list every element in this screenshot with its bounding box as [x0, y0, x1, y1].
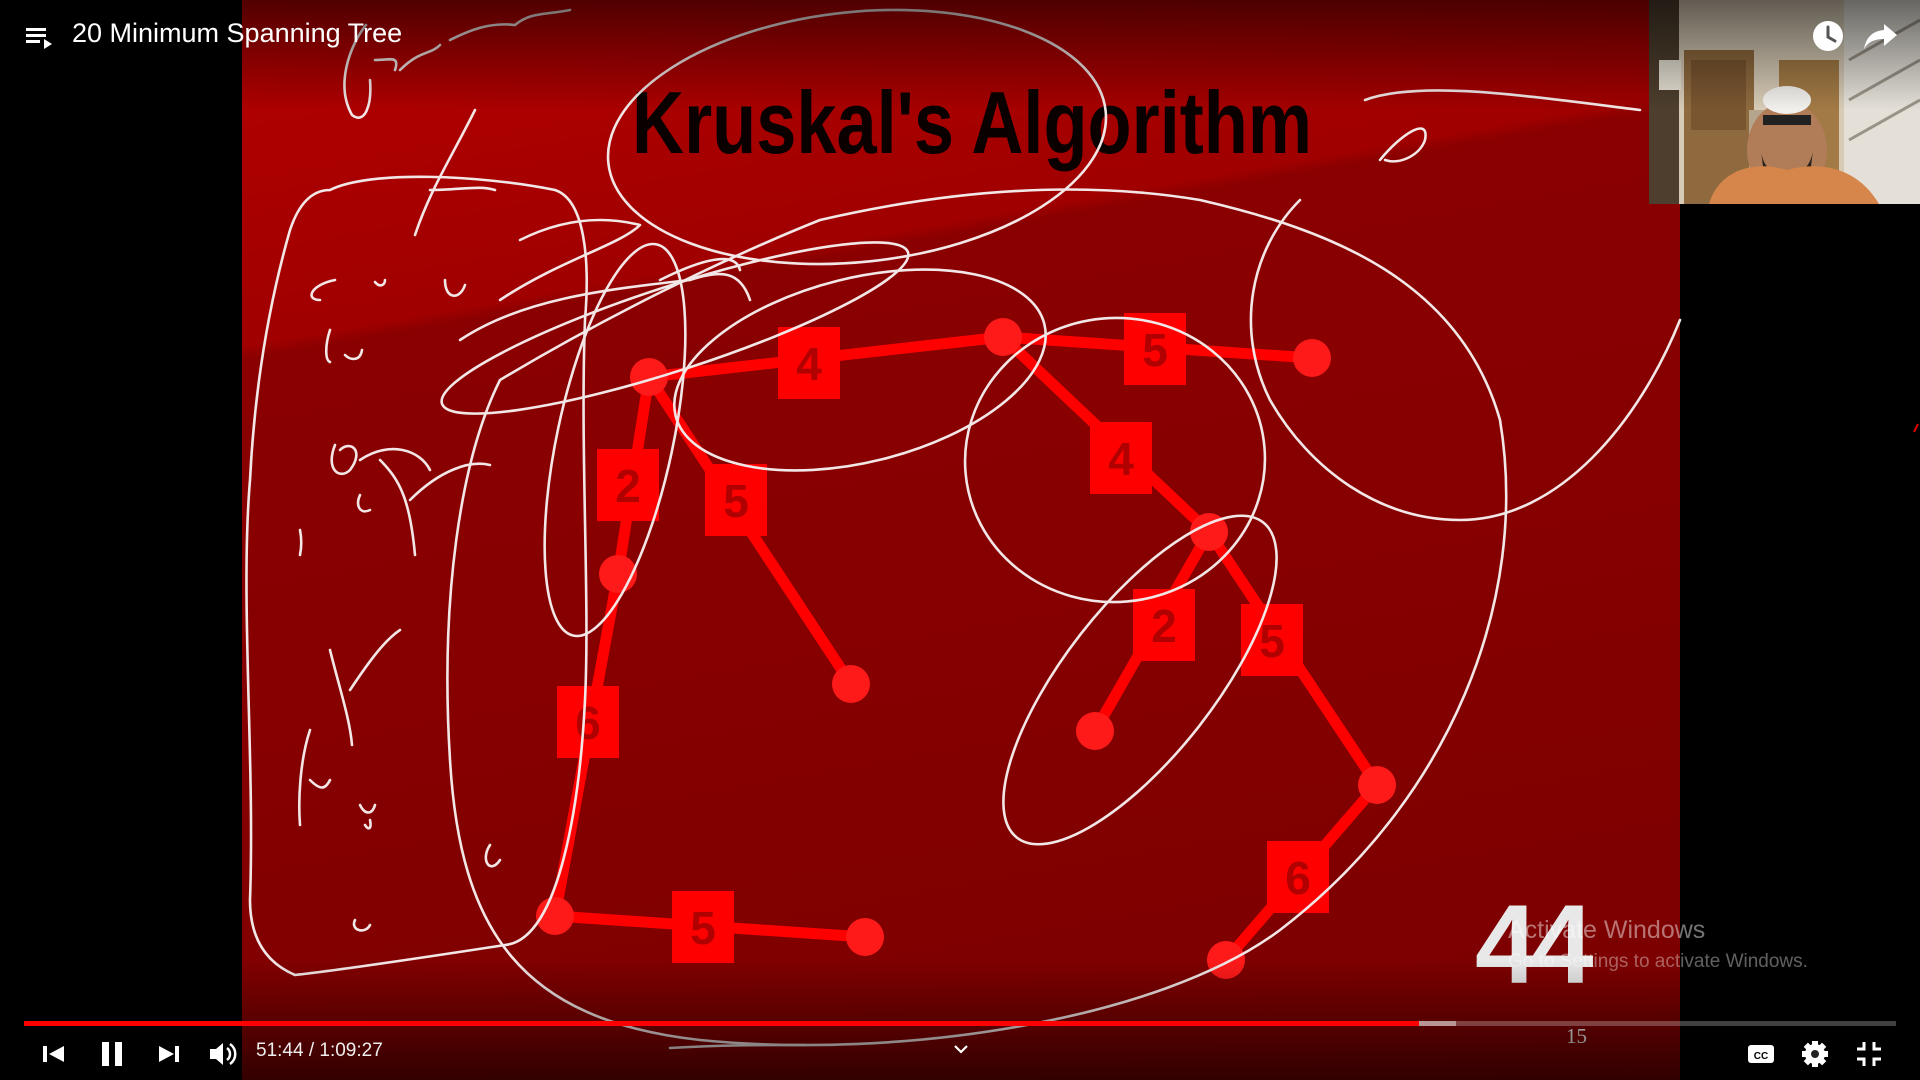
annotation-stroke: [963, 316, 1267, 604]
settings-button[interactable]: [1798, 1036, 1832, 1072]
edge-label: 4: [778, 327, 840, 399]
edge-label-text: 2: [1151, 600, 1177, 652]
edge-label-text: 6: [575, 697, 601, 749]
svg-text:CC: CC: [1754, 1051, 1768, 1062]
edge-label: 6: [557, 686, 619, 758]
annotation-stroke: [458, 218, 752, 342]
annotation-stroke: [298, 493, 372, 557]
chapters-toggle[interactable]: [950, 1040, 972, 1058]
watch-later-button[interactable]: [1810, 18, 1846, 54]
annotation-stroke: [310, 278, 467, 364]
exit-fullscreen-icon: [1857, 1042, 1881, 1066]
graph-node: [984, 318, 1022, 356]
annotation-stroke: [352, 843, 502, 932]
chevron-down-icon: [954, 1045, 968, 1054]
graph-node: [846, 918, 884, 956]
edge-label: 5: [1124, 313, 1186, 385]
annotation-stroke: [1363, 89, 1642, 163]
annotation-stroke: [330, 443, 492, 557]
graph-node: [1190, 513, 1228, 551]
edge-label-text: 2: [615, 460, 641, 512]
activate-windows-subtitle: Go to Settings to activate Windows.: [1508, 951, 1808, 972]
captions-button[interactable]: CC: [1744, 1036, 1778, 1072]
annotation-stroke: [413, 108, 497, 237]
edge-label-text: 5: [723, 475, 749, 527]
graph-node: [630, 358, 668, 396]
edge-label-text: 4: [1108, 433, 1134, 485]
volume-icon: [210, 1042, 237, 1066]
graph-node: [1076, 712, 1114, 750]
edge-labels: 4 5 2 5 4 2 5: [557, 313, 1329, 963]
annotation-stroke: [668, 1043, 807, 1050]
playlist-button[interactable]: [24, 22, 56, 54]
edge-label-text: 5: [1142, 324, 1168, 376]
clock-icon: [1813, 21, 1843, 51]
handwritten-annotations: [245, 8, 1682, 1050]
edge-label: 6: [1267, 841, 1329, 913]
graph-node: [1293, 339, 1331, 377]
graph-nodes: [536, 318, 1396, 979]
graph-node: [832, 665, 870, 703]
previous-button[interactable]: [38, 1036, 68, 1072]
slide-title: Kruskal's Algorithm: [632, 73, 1312, 172]
edge-mark: [1913, 423, 1919, 433]
edge-label: 5: [672, 891, 734, 963]
edge-label-text: 6: [1285, 852, 1311, 904]
edge-label: 5: [1241, 604, 1303, 676]
skip-previous-icon: [43, 1046, 64, 1062]
edge-label-text: 5: [1259, 615, 1285, 667]
skip-next-icon: [159, 1046, 179, 1062]
annotation-stroke: [1249, 198, 1682, 522]
gear-icon: [1802, 1041, 1828, 1067]
annotation-stroke: [328, 628, 402, 747]
annotation-stroke: [446, 188, 1508, 1047]
video-title[interactable]: 20 Minimum Spanning Tree: [72, 18, 403, 48]
annotation-stroke: [543, 242, 687, 638]
activate-windows-title: Activate Windows: [1508, 916, 1706, 944]
graph-node: [1207, 941, 1245, 979]
share-button[interactable]: [1862, 18, 1900, 54]
progress-bar[interactable]: [24, 1021, 1896, 1026]
page-number: 15: [1566, 1024, 1587, 1048]
edge-label-text: 4: [796, 338, 822, 390]
edge-label: 2: [1133, 589, 1195, 661]
pause-icon: [102, 1042, 122, 1066]
progress-played: [24, 1021, 1419, 1026]
captions-icon: CC: [1748, 1045, 1774, 1063]
annotation-stroke: [298, 728, 377, 830]
exit-fullscreen-button[interactable]: [1852, 1036, 1886, 1072]
next-button[interactable]: [154, 1036, 184, 1072]
edge-label-text: 5: [690, 902, 716, 954]
annotation-stroke: [1002, 514, 1278, 846]
playlist-icon: [26, 28, 52, 49]
time-display: 51:44 / 1:09:27: [256, 1040, 383, 1061]
edge-label: 5: [705, 464, 767, 536]
graph-node: [1358, 766, 1396, 804]
pause-button[interactable]: [96, 1036, 128, 1072]
share-icon: [1864, 24, 1897, 49]
annotation-stroke: [673, 268, 1047, 472]
edge-label: 4: [1090, 422, 1152, 494]
annotation-stroke: [245, 175, 588, 977]
mute-button[interactable]: [206, 1036, 240, 1072]
edge-label: 2: [597, 449, 659, 521]
